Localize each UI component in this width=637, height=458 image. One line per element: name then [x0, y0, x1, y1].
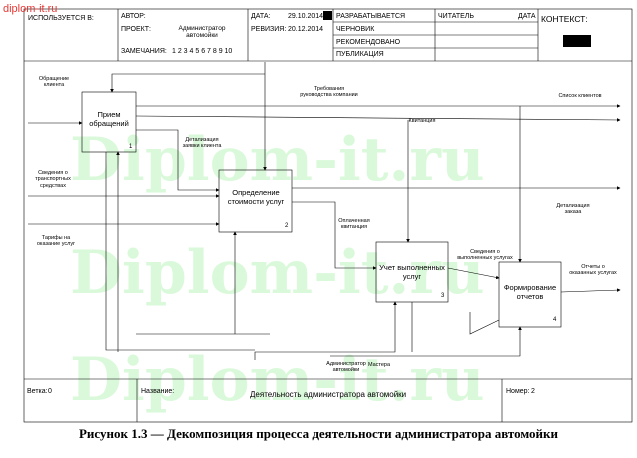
- notes-value: 1 2 3 4 5 6 7 8 9 10: [172, 48, 233, 55]
- box-2-number: 2: [285, 223, 289, 229]
- revision-value: 20.12.2014: [288, 26, 324, 33]
- watermark-1: Diplom-it.ru: [70, 125, 485, 195]
- branch-value: 0: [48, 388, 52, 395]
- box-1-number: 1: [129, 144, 133, 150]
- author-label: АВТОР:: [121, 13, 146, 20]
- status-draft: ЧЕРНОВИК: [336, 26, 375, 33]
- label-tarify: Тарифы на оказание услуг: [36, 235, 76, 248]
- reader-label: ЧИТАТЕЛЬ: [438, 13, 474, 20]
- status-published: ПУБЛИКАЦИЯ: [336, 51, 384, 58]
- box-2-title: Определение стоимости услуг: [227, 188, 285, 206]
- box-4-title: Формирование отчетов: [503, 283, 557, 301]
- site-label: diplom-it.ru: [3, 3, 58, 15]
- label-detal-zakaza: Детализация заказа: [556, 203, 590, 216]
- watermark-3: Diplom-it.ru: [70, 345, 485, 415]
- label-svedeniya-ts: Сведения о транспортных средствах: [35, 170, 71, 189]
- date-value: 29.10.2014: [288, 13, 324, 20]
- context-label: КОНТЕКСТ:: [541, 14, 588, 24]
- context-block: [563, 35, 591, 47]
- name-label: Название:: [141, 388, 175, 395]
- number-value: 2: [531, 388, 535, 395]
- label-kvitanciya: Квитанция: [408, 118, 436, 124]
- label-otchety: Отчеты о оказанных услугах: [569, 264, 617, 277]
- notes-label: ЗАМЕЧАНИЯ:: [121, 48, 167, 55]
- branch-label: Ветка:: [27, 388, 48, 395]
- watermark-2: Diplom-it.ru: [70, 238, 485, 308]
- status-marker: [323, 11, 332, 20]
- project-label: ПРОЕКТ:: [121, 26, 151, 33]
- revision-label: РЕВИЗИЯ:: [251, 26, 287, 33]
- status-recommended: РЕКОМЕНДОВАНО: [336, 39, 401, 46]
- name-value: Деятельность администратора автомойки: [250, 390, 407, 399]
- project-value: Администратор автомойки: [178, 25, 226, 40]
- figure-caption: Рисунок 1.3 — Декомпозиция процесса деят…: [78, 426, 559, 441]
- box-4-number: 4: [553, 317, 557, 323]
- label-detal-zayavki: Детализация заявки клиента: [182, 137, 222, 150]
- label-obrashenie: Обращение клиента: [38, 76, 70, 89]
- label-mastera: Мастера: [367, 362, 391, 368]
- date-label: ДАТА:: [251, 13, 271, 20]
- label-oplachennaya: Оплаченная квитанция: [338, 218, 370, 231]
- label-svedeniya-uslugah: Сведения о выполненных услугах: [457, 249, 513, 262]
- status-developing: РАЗРАБАТЫВАЕТСЯ: [336, 13, 406, 20]
- number-label: Номер:: [506, 388, 530, 395]
- reader-date-label: ДАТА: [518, 13, 536, 20]
- label-administrator: Администратор автомойки: [326, 361, 366, 374]
- box-3-title: Учет выполненных услуг: [379, 263, 445, 281]
- label-spisok: Список клиентов: [558, 93, 602, 99]
- box-3-number: 3: [441, 293, 445, 299]
- box-1-title: Прием обращений: [89, 110, 129, 128]
- label-trebovaniya: Требования руководства компании: [300, 86, 358, 99]
- used-at-label: ИСПОЛЬЗУЕТСЯ В:: [28, 15, 94, 22]
